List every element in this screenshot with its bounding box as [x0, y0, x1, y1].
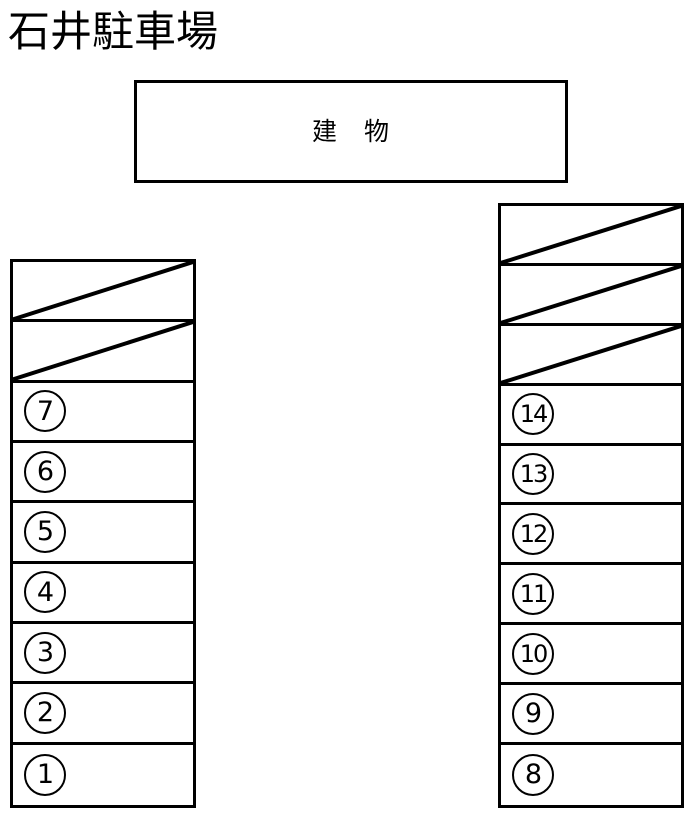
parking-cell-blocked[interactable] — [501, 326, 681, 386]
parking-stall[interactable]: 10 — [501, 625, 681, 686]
stall-number-badge: 4 — [24, 571, 66, 614]
parking-stall[interactable]: 8 — [501, 745, 681, 805]
diagonal-strike-icon — [501, 206, 681, 263]
left-parking-column: 7 6 5 4 3 2 1 — [10, 259, 196, 808]
right-parking-column: 14 13 12 11 10 9 8 — [498, 203, 684, 808]
parking-stall[interactable]: 12 — [501, 505, 681, 566]
parking-stall[interactable]: 3 — [13, 624, 193, 685]
building-block: 建 物 — [134, 80, 568, 183]
parking-stall[interactable]: 4 — [13, 564, 193, 624]
parking-stall[interactable]: 2 — [13, 684, 193, 745]
parking-stall[interactable]: 14 — [501, 386, 681, 446]
stall-number-badge: 1 — [24, 753, 66, 796]
stall-number-badge: 6 — [24, 450, 66, 493]
diagonal-strike-icon — [501, 266, 681, 323]
stall-number-badge: 9 — [512, 692, 554, 735]
diagonal-strike-icon — [13, 322, 193, 379]
parking-stall[interactable]: 7 — [13, 383, 193, 443]
stall-number-badge: 7 — [24, 390, 66, 433]
stall-number-badge: 12 — [512, 512, 554, 555]
building-label: 建 物 — [311, 116, 390, 146]
stall-number-badge: 5 — [24, 510, 66, 553]
stall-number-badge: 2 — [24, 691, 66, 734]
stall-number-badge: 11 — [512, 572, 554, 615]
parking-stall[interactable]: 1 — [13, 745, 193, 805]
page-title: 石井駐車場 — [8, 7, 219, 56]
parking-cell-blocked[interactable] — [13, 322, 193, 383]
stall-number-badge: 14 — [512, 393, 554, 436]
parking-stall[interactable]: 11 — [501, 565, 681, 626]
stall-number-badge: 8 — [512, 753, 554, 796]
stall-number-badge: 3 — [24, 631, 66, 674]
parking-cell-blocked[interactable] — [13, 262, 193, 323]
stall-number-badge: 10 — [512, 632, 554, 675]
parking-stall[interactable]: 9 — [501, 685, 681, 746]
parking-stall[interactable]: 13 — [501, 446, 681, 506]
parking-cell-blocked[interactable] — [501, 266, 681, 326]
parking-cell-blocked[interactable] — [501, 206, 681, 266]
stall-number-badge: 13 — [512, 453, 554, 495]
parking-stall[interactable]: 5 — [13, 503, 193, 564]
parking-stall[interactable]: 6 — [13, 443, 193, 504]
diagonal-strike-icon — [13, 262, 193, 319]
diagonal-strike-icon — [501, 326, 681, 383]
